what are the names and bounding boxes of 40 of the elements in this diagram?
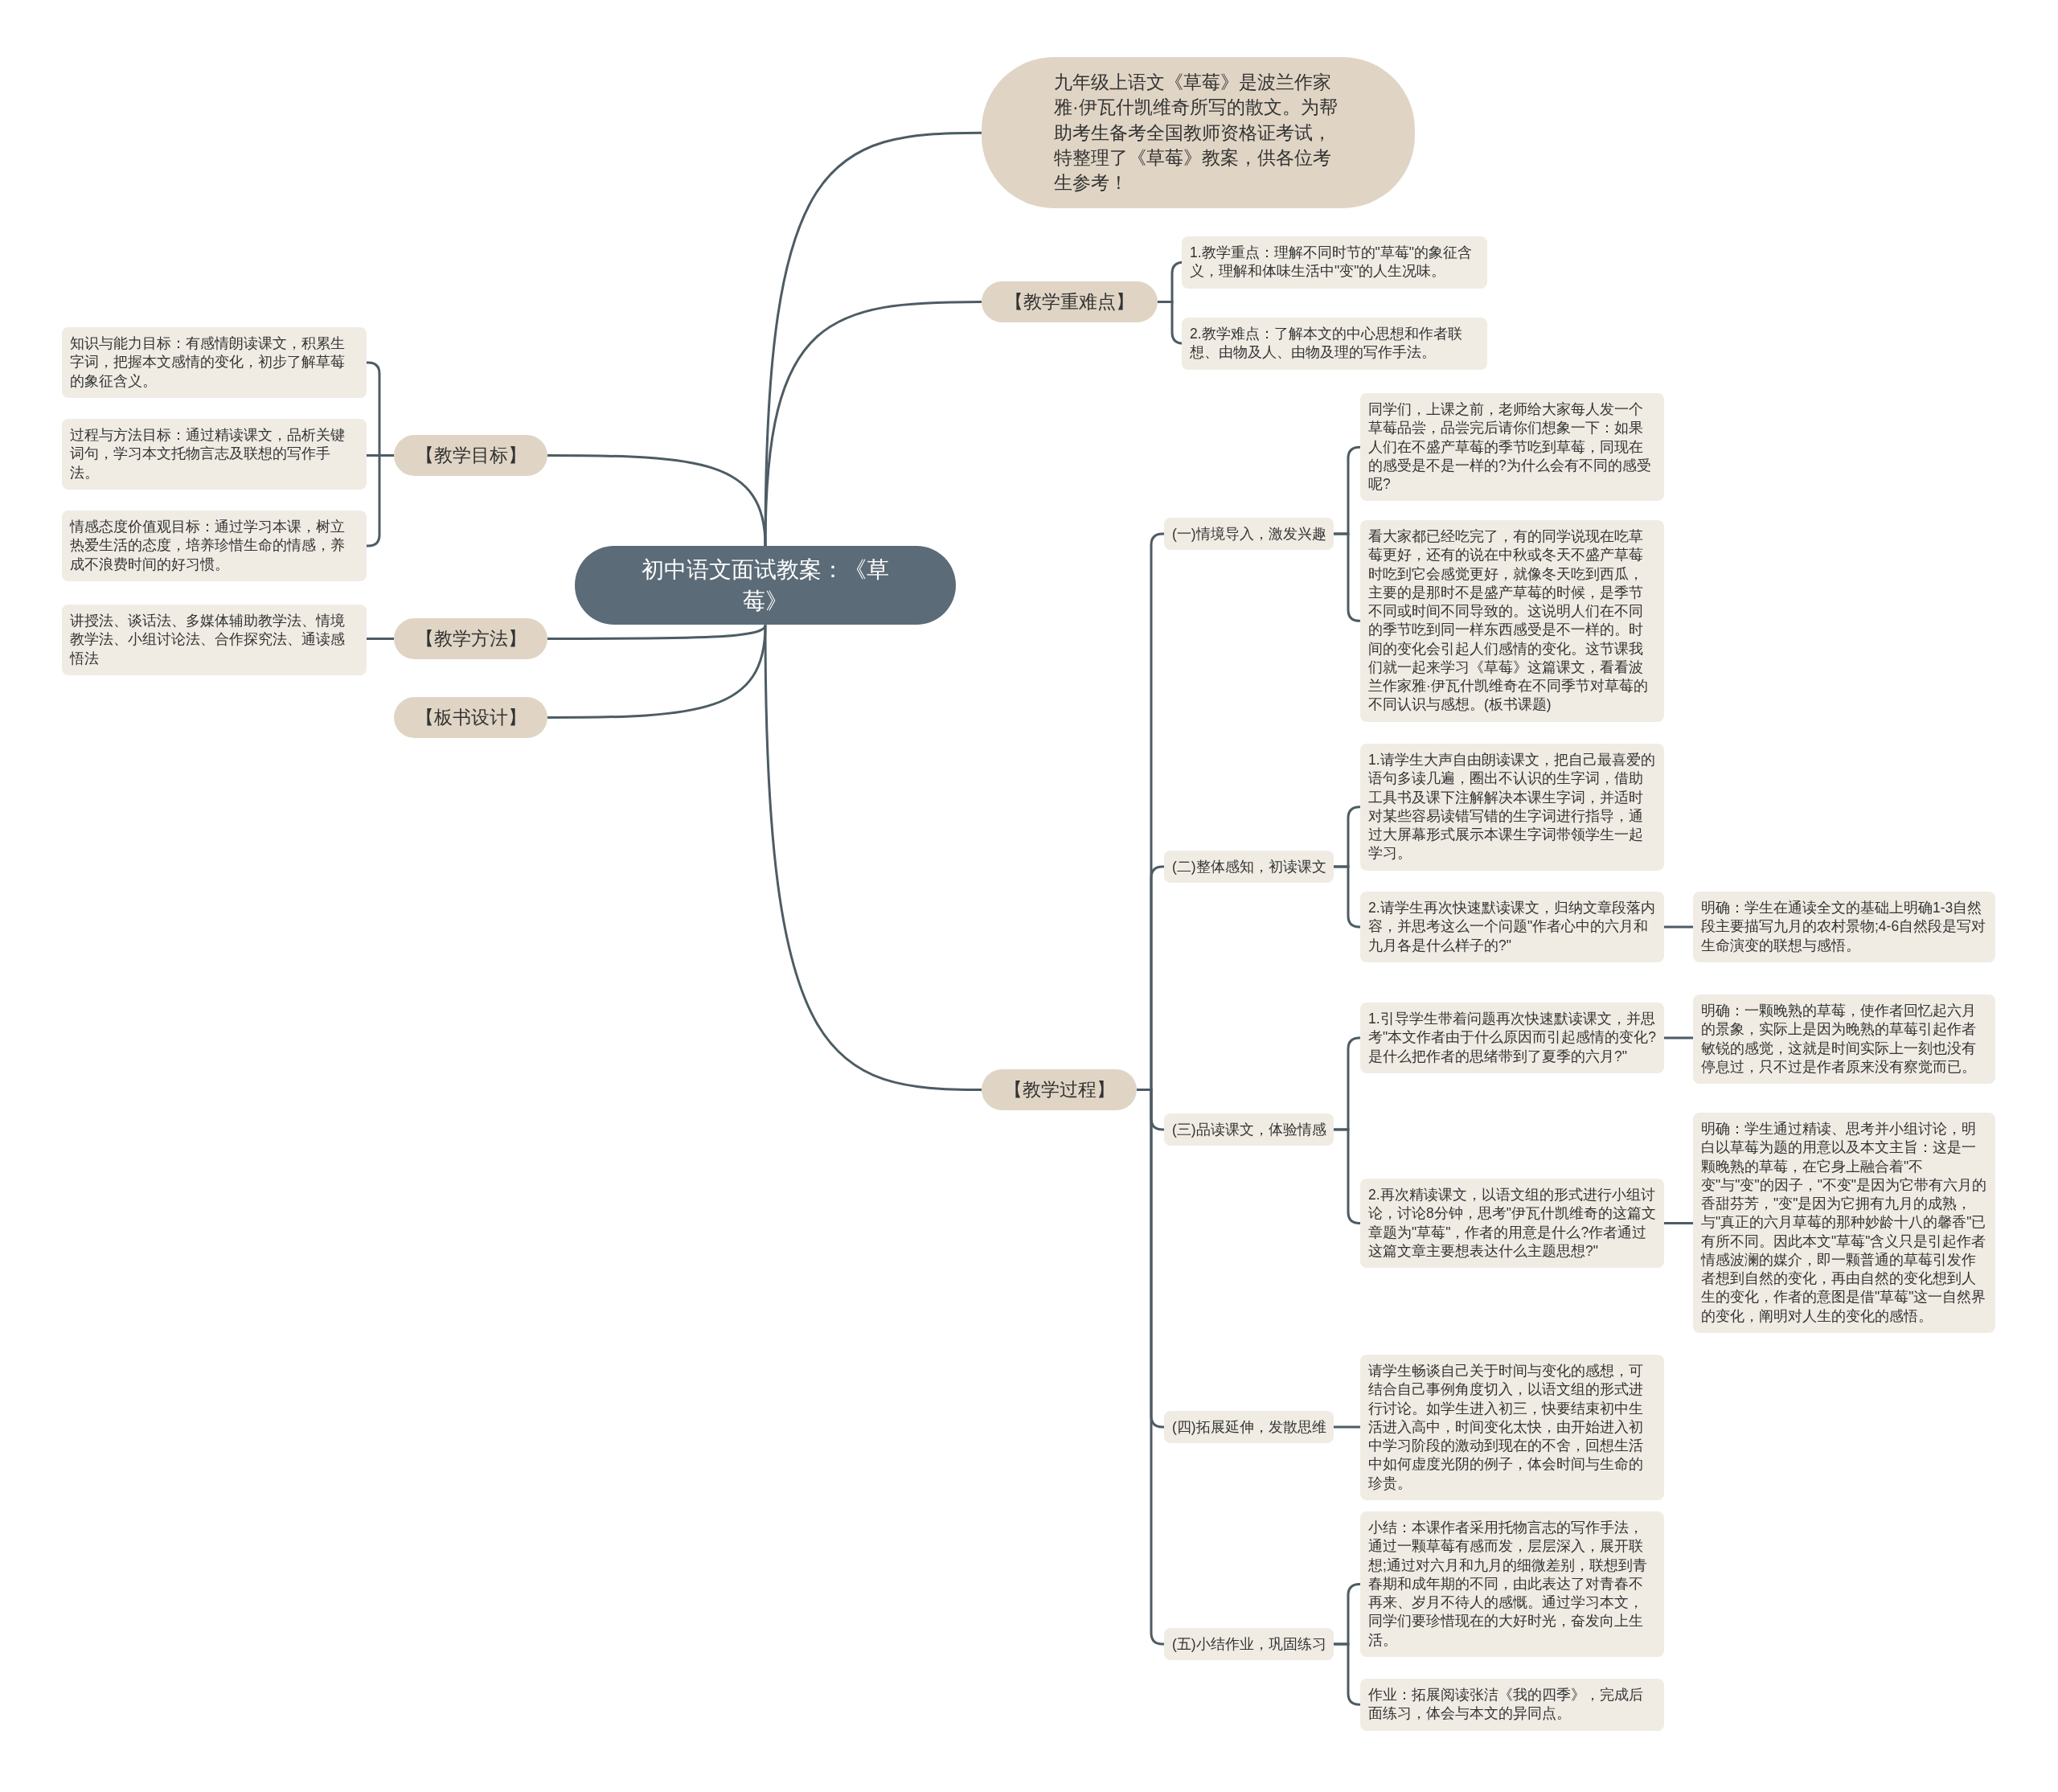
note-box: 1.引导学生带着问题再次快速默读课文，并思考"本文作者由于什么原因而引起感情的变化?是什么把作者的思绪带到了夏季的六月?" xyxy=(1360,1003,1664,1073)
note-box: 请学生畅谈自己关于时间与变化的感想，可结合自己事例角度切入，以语文组的形式进行讨论。如学生进入初三，快要结束初中生活进入高中，时间变化太快，由开始进入初中学习阶段的激动到现在的不舍，回想生活中如何虚度光阴的例子，体会时间与生命的珍贵。 xyxy=(1360,1355,1664,1500)
note-box: 讲授法、谈话法、多媒体辅助教学法、情境教学法、小组讨论法、合作探究法、通读感悟法 xyxy=(62,605,367,675)
note-box: 知识与能力目标：有感情朗读课文，积累生字词，把握本文感情的变化，初步了解草莓的象征含义。 xyxy=(62,327,367,398)
note-box: 同学们，上课之前，老师给大家每人发一个草莓品尝，品尝完后请你们想象一下：如果人们在不盛产草莓的季节吃到草莓，同现在的感受是不是一样的?为什么会有不同的感受呢? xyxy=(1360,393,1664,502)
topic-box: 【教学方法】 xyxy=(394,618,547,659)
note-box: 明确：学生通过精读、思考并小组讨论，明白以草莓为题的用意以及本文主旨：这是一颗晚熟的草莓，在它身上融合着"不变"与"变"的因子，"不变"是因为它带有六月的香甜芬芳，"变"是因为它拥有九月的成熟，与"真正的六月草莓的那种妙龄十八的馨香"已有所不同。因此本文"草莓"含义只是引起作者情感波澜的媒介，即一颗普通的草莓引发作者想到自然的变化，再由自然的变化想到人生的变化，作者的意图是借"草莓"这一自然界的变化，阐明对人生的变化的感悟。 xyxy=(1693,1113,1995,1333)
connector xyxy=(547,625,767,719)
connector xyxy=(1334,1425,1360,1429)
intro-bubble: 九年级上语文《草莓》是波兰作家雅·伊瓦什凯维奇所写的散文。为帮助考生备考全国教师资格证考试，特整理了《草莓》教案，供各位考生参考！ xyxy=(982,57,1415,209)
note-box: 小结：本课作者采用托物言志的写作手法，通过一颗草莓有感而发，层层深入，展开联想;通过对六月和九月的细微差别，联想到青春期和成年期的不同，由此表达了对青春不再来、岁月不待人的感慨。通过学习本文，同学们要珍惜现在的大好时光，奋发向上生活。 xyxy=(1360,1511,1664,1657)
note-box: 1.教学重点：理解不同时节的"草莓"的象征含义，理解和体味生活中"变"的人生况味。 xyxy=(1182,236,1487,289)
topic-box: 【教学重难点】 xyxy=(982,281,1158,322)
note-box: 明确：学生在通读全文的基础上明确1-3自然段主要描写九月的农村景物;4-6自然段是写对生命演变的联想与感悟。 xyxy=(1693,892,1995,962)
connector xyxy=(1664,1222,1693,1225)
note-box: 情感态度价值观目标：通过学习本课，树立热爱生活的态度，培养珍惜生命的情感，养成不浪费时间的好习惯。 xyxy=(62,511,367,581)
connector xyxy=(764,301,982,547)
note-box: 看大家都已经吃完了，有的同学说现在吃草莓更好，还有的说在中秋或冬天不盛产草莓时吃到它会感觉更好，就像冬天吃到西瓜，主要的是那时不是盛产草莓的时候，是季节不同或时间不同导致的。这说明人们在不同的季节吃到同一样东西感受是不一样的。时间的变化会引起人们感情的变化。这节课我们就一起来学习《草莓》这篇课文，看看波兰作家雅·伊瓦什凯维奇在不同季节对草莓的不同认识与感想。(板书课题) xyxy=(1360,520,1664,722)
topic-box: 【教学过程】 xyxy=(982,1069,1137,1110)
subtopic-box: (五)小结作业，巩固练习 xyxy=(1164,1628,1334,1660)
connector xyxy=(1664,1036,1693,1040)
connector xyxy=(764,625,982,1091)
connector xyxy=(367,638,394,640)
subtopic-box: (四)拓展延伸，发散思维 xyxy=(1164,1411,1334,1443)
connector xyxy=(1334,1128,1361,1225)
topic-box: 【教学目标】 xyxy=(394,435,547,476)
note-box: 2.请学生再次快速默读课文，归纳文章段落内容，并思考这么一个问题"作者心中的六月和九月各是什么样子的?" xyxy=(1360,892,1664,962)
subtopic-box: (二)整体感知，初读课文 xyxy=(1164,851,1334,883)
note-box: 明确：一颗晚熟的草莓，使作者回忆起六月的景象，实际上是因为晚熟的草莓引起作者敏锐的感觉，这就是时间实际上一刻也没有停息过，只不过是作者原来没有察觉而已。 xyxy=(1693,994,1995,1085)
connector xyxy=(547,454,767,547)
topic-box: 【板书设计】 xyxy=(394,697,547,738)
connector xyxy=(1664,925,1693,929)
note-box: 作业：拓展阅读张洁《我的四季》，完成后面练习，体会与本文的异同点。 xyxy=(1360,1679,1664,1731)
subtopic-box: (一)情境导入，激发兴趣 xyxy=(1164,518,1334,550)
note-box: 2.再次精读课文，以语文组的形式进行小组讨论，讨论8分钟，思考"伊瓦什凯维奇的这篇文章题为"草莓"，作者的用意是什么?作者通过这篇文章主要想表达什么主题思想?" xyxy=(1360,1179,1664,1269)
note-box: 过程与方法目标：通过精读课文，品析关键词句，学习本文托物言志及联想的写作手法。 xyxy=(62,419,367,490)
note-box: 1.请学生大声自由朗读课文，把自己最喜爱的语句多读几遍，圈出不认识的生字词，借助工具书及课下注解解决本课生字词，并适时对某些容易读错写错的生字词进行指导，通过大屏幕形式展示本课生字词带领学生一起学习。 xyxy=(1360,744,1664,871)
note-box: 2.教学难点：了解本文的中心思想和作者联想、由物及人、由物及理的写作手法。 xyxy=(1182,318,1487,370)
subtopic-box: (三)品读课文，体验情感 xyxy=(1164,1113,1334,1146)
central-topic: 初中语文面试教案：《草莓》 xyxy=(575,546,956,625)
